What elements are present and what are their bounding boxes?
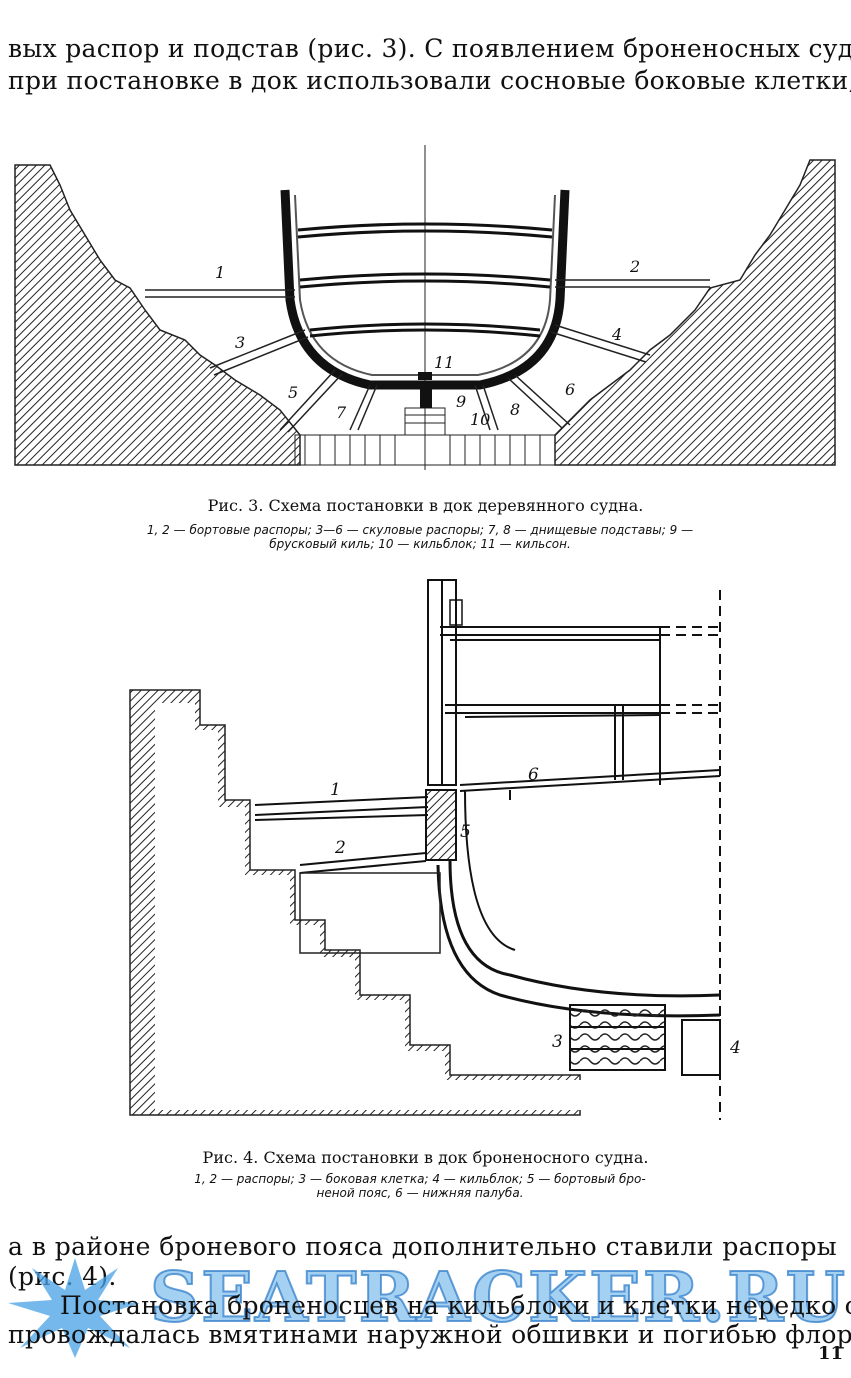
paragraph-line: вых распор и подстав (рис. 3). С появлен… bbox=[8, 34, 851, 63]
fig3-label: 5 bbox=[288, 383, 298, 402]
figure-4-caption: Рис. 4. Схема постановки в док броненосн… bbox=[202, 1148, 649, 1167]
figure-3-legend: 1, 2 — бортовые распоры; 3—6 — скуловые … bbox=[146, 523, 694, 537]
star-burst-icon bbox=[8, 1258, 140, 1358]
fig4-label: 1 bbox=[330, 780, 341, 800]
fig4-label: 4 bbox=[729, 1038, 741, 1058]
figure-3-caption: Рис. 3. Схема постановки в док деревянно… bbox=[207, 496, 644, 515]
page-number: 11 bbox=[817, 1343, 843, 1364]
figure-4-legend: неной пояс, 6 — нижняя палуба. bbox=[316, 1186, 524, 1200]
fig3-label: 8 bbox=[510, 400, 520, 419]
fig4-label: 5 bbox=[460, 822, 471, 842]
fig3-label: 10 bbox=[470, 410, 490, 429]
figure-4-dock-diagram: 1 2 3 4 5 6 bbox=[129, 579, 741, 1120]
fig3-label: 7 bbox=[336, 403, 347, 422]
fig3-label: 3 bbox=[235, 333, 245, 352]
figure-3-dock-diagram: 1 2 3 4 5 6 7 8 9 10 11 bbox=[14, 145, 836, 470]
fig4-label: 3 bbox=[552, 1032, 563, 1052]
fig4-label: 6 bbox=[528, 765, 539, 785]
figure-3-legend: брусковый киль; 10 — кильблок; 11 — киль… bbox=[269, 537, 571, 551]
figure-4-legend: 1, 2 — распоры; 3 — боковая клетка; 4 — … bbox=[194, 1172, 646, 1186]
fig3-label: 9 bbox=[456, 392, 466, 411]
fig3-label: 4 bbox=[611, 325, 622, 344]
paragraph-line: провождалась вмятинами наружной обшивки … bbox=[8, 1320, 851, 1349]
paragraph-line: а в районе броневого пояса дополнительно… bbox=[8, 1232, 837, 1261]
fig3-label: 2 bbox=[629, 257, 640, 276]
watermark-text: SEATRACKER.RU bbox=[149, 1257, 847, 1339]
fig4-label: 2 bbox=[334, 838, 346, 858]
fig3-label: 1 bbox=[215, 263, 225, 282]
paragraph-line: Постановка броненосцев на кильблоки и кл… bbox=[60, 1291, 851, 1320]
fig3-label: 6 bbox=[565, 380, 575, 399]
fig3-label: 11 bbox=[434, 353, 454, 372]
watermark: SEATRACKER.RU bbox=[0, 1257, 851, 1358]
paragraph-line: при постановке в док использовали соснов… bbox=[8, 66, 851, 95]
